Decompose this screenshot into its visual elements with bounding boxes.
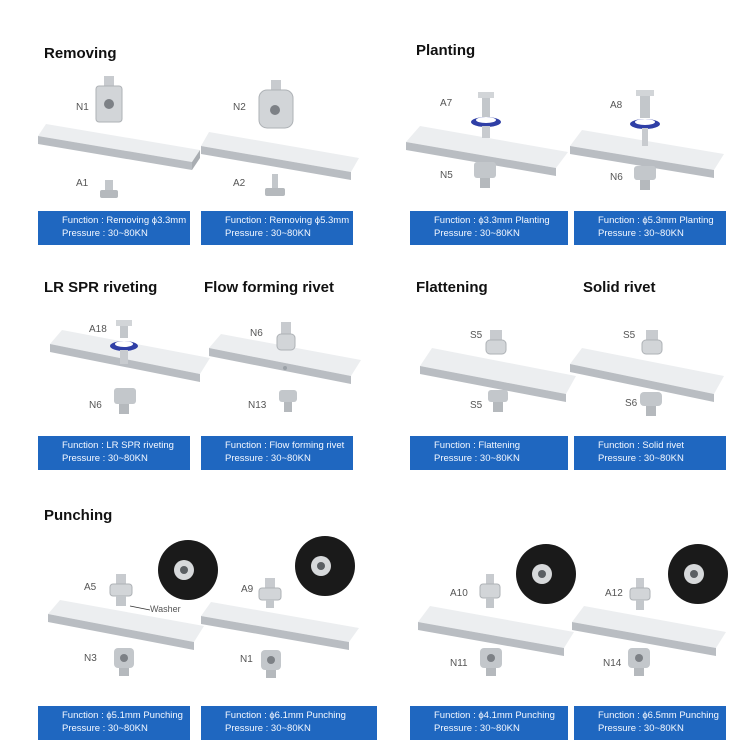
section-title-flattening: Flattening	[416, 279, 488, 296]
function-info-panel: Function : Solid rivet Pressure : 30~80K…	[574, 436, 726, 470]
bottom-tool-label: N13	[248, 400, 267, 411]
function-info-panel: Function : ϕ5.1mm Punching Pressure : 30…	[38, 706, 190, 740]
pressure-text: Pressure : 30~80KN	[225, 228, 311, 239]
tool-illustration	[570, 90, 724, 190]
function-info-panel: Function : ϕ4.1mm Punching Pressure : 30…	[410, 706, 568, 740]
function-text: Function : LR SPR riveting	[62, 440, 174, 451]
section-title-punching: Punching	[44, 507, 113, 524]
top-tool-label: A8	[610, 100, 623, 111]
function-text: Function : ϕ5.1mm Punching	[62, 710, 183, 721]
bottom-tool-label: A2	[233, 178, 246, 189]
bottom-tool-label: N11	[450, 658, 468, 669]
top-tool-label: A12	[605, 588, 623, 599]
function-info-panel: Function : Flow forming rivet Pressure :…	[201, 436, 353, 470]
tool-illustration	[418, 544, 576, 676]
top-tool-label: N6	[250, 328, 263, 339]
pressure-text: Pressure : 30~80KN	[62, 228, 148, 239]
tool-illustration	[38, 76, 200, 198]
bottom-tool-label: N6	[610, 172, 623, 183]
pressure-text: Pressure : 30~80KN	[598, 228, 684, 239]
function-text: Function : Flattening	[434, 440, 521, 451]
diagram-cell-punching-6-5: A12 N14 Function : ϕ6.5mm Punching Press…	[572, 540, 734, 740]
diagram-cell-removing-5-3: N2 A2 Function : Removing ϕ5.3mm Pressur…	[201, 62, 361, 245]
function-text: Function : ϕ3.3mm Planting	[434, 215, 550, 226]
tool-illustration	[406, 92, 568, 188]
tool-illustration	[572, 544, 728, 676]
bottom-tool-label: N14	[603, 658, 622, 669]
pressure-text: Pressure : 30~80KN	[434, 453, 520, 464]
function-text: Function : ϕ6.5mm Punching	[598, 710, 719, 721]
tool-illustration	[50, 320, 210, 414]
function-text: Function : Solid rivet	[598, 440, 685, 451]
function-info-panel: Function : Removing ϕ5.3mm Pressure : 30…	[201, 211, 353, 245]
function-info-panel: Function : ϕ5.3mm Planting Pressure : 30…	[574, 211, 726, 245]
pressure-text: Pressure : 30~80KN	[225, 723, 311, 734]
pressure-text: Pressure : 30~80KN	[62, 453, 148, 464]
bottom-tool-label: N5	[440, 170, 453, 181]
pressure-text: Pressure : 30~80KN	[598, 453, 684, 464]
function-text: Function : Removing ϕ3.3mm	[62, 215, 187, 226]
top-tool-label: A10	[450, 588, 468, 599]
diagram-cell-solid-rivet: S5 S6 Function : Solid rivet Pressure : …	[570, 290, 734, 470]
top-tool-label: A9	[241, 584, 254, 595]
function-text: Function : ϕ6.1mm Punching	[225, 710, 346, 721]
washer-annotation: Washer	[150, 604, 181, 614]
top-tool-label: A5	[84, 582, 97, 593]
top-tool-label: N2	[233, 102, 246, 113]
bottom-tool-label: S5	[470, 400, 483, 411]
bottom-tool-label: S6	[625, 398, 638, 409]
tool-illustration	[209, 322, 361, 412]
bottom-tool-label: A1	[76, 178, 89, 189]
section-title-planting: Planting	[416, 42, 476, 59]
bottom-tool-label: N3	[84, 653, 97, 664]
top-tool-label: S5	[470, 330, 483, 341]
tool-illustration	[420, 330, 576, 412]
section-title-solid-rivet: Solid rivet	[583, 279, 656, 296]
pressure-text: Pressure : 30~80KN	[62, 723, 148, 734]
diagram-cell-lr-spr-riveting: A18 N6 Function : LR SPR riveting Pressu…	[38, 290, 210, 470]
function-text: Function : ϕ4.1mm Punching	[434, 710, 555, 721]
section-title-flow-forming-rivet: Flow forming rivet	[204, 279, 335, 296]
top-tool-label: A7	[440, 98, 453, 109]
function-text: Function : ϕ5.3mm Planting	[598, 215, 714, 226]
tool-illustration	[570, 330, 724, 416]
diagram-cell-flattening: S5 S5 Function : Flattening Pressure : 3…	[410, 290, 576, 470]
pressure-text: Pressure : 30~80KN	[434, 228, 520, 239]
diagram-cell-flow-forming-rivet: N6 N13 Function : Flow forming rivet Pre…	[201, 290, 361, 470]
section-title-removing: Removing	[44, 45, 117, 62]
function-info-panel: Function : LR SPR riveting Pressure : 30…	[38, 436, 190, 470]
function-info-panel: Function : ϕ3.3mm Planting Pressure : 30…	[410, 211, 568, 245]
bottom-tool-label: N1	[240, 654, 253, 665]
pressure-text: Pressure : 30~80KN	[598, 723, 684, 734]
bottom-tool-label: N6	[89, 400, 102, 411]
function-info-panel: Function : ϕ6.5mm Punching Pressure : 30…	[574, 706, 726, 740]
diagram-cell-punching-4-1: A10 N11 Function : ϕ4.1mm Punching Press…	[410, 540, 576, 740]
section-title-lr-spr-riveting: LR SPR riveting	[44, 279, 158, 296]
diagram-cell-planting-5-3: A8 N6 Function : ϕ5.3mm Planting Pressur…	[570, 62, 734, 245]
top-tool-label: A18	[89, 324, 107, 335]
function-info-panel: Function : Flattening Pressure : 30~80KN	[410, 436, 568, 470]
function-info-panel: Function : ϕ6.1mm Punching Pressure : 30…	[201, 706, 377, 740]
function-info-panel: Function : Removing ϕ3.3mm Pressure : 30…	[38, 211, 190, 245]
diagram-cell-punching-5-1: A5 Washer N3 Function : ϕ5.1mm Punching …	[38, 540, 218, 740]
diagram-cell-planting-3-3: A7 N5 Function : ϕ3.3mm Planting Pressur…	[406, 62, 570, 245]
pressure-text: Pressure : 30~80KN	[225, 453, 311, 464]
top-tool-label: S5	[623, 330, 636, 341]
tool-illustration	[201, 536, 359, 678]
tool-illustration	[201, 80, 359, 196]
pressure-text: Pressure : 30~80KN	[434, 723, 520, 734]
diagram-cell-removing-3-3: N1 A1 Function : Removing ϕ3.3mm Pressur…	[38, 62, 200, 245]
diagram-cell-punching-6-1: A9 N1 Function : ϕ6.1mm Punching Pressur…	[201, 536, 377, 740]
top-tool-label: N1	[76, 102, 89, 113]
function-text: Function : Removing ϕ5.3mm	[225, 215, 350, 226]
tool-illustration	[48, 540, 218, 676]
function-text: Function : Flow forming rivet	[225, 440, 345, 451]
